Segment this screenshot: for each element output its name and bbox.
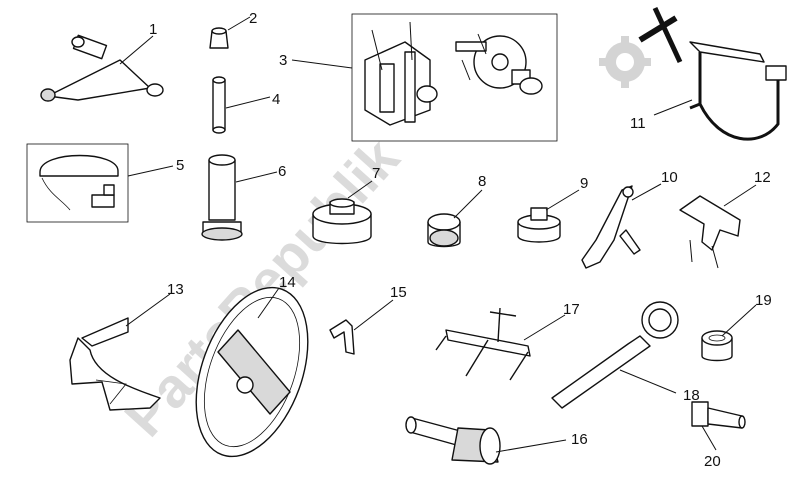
tool-cap-2 xyxy=(209,27,229,49)
callout-12: 12 xyxy=(754,169,771,186)
tool-cup-9 xyxy=(517,207,561,243)
callout-3: 3 xyxy=(279,52,287,69)
callout-16: 16 xyxy=(571,431,588,448)
callout-18: 18 xyxy=(683,387,700,404)
tool-crank-1 xyxy=(40,34,164,102)
callout-11: 11 xyxy=(630,115,646,132)
tool-cup-7 xyxy=(312,198,372,245)
tool-bush-8 xyxy=(427,213,461,248)
callout-20: 20 xyxy=(704,453,721,470)
callout-15: 15 xyxy=(390,284,407,301)
watermark-gear-icon xyxy=(599,36,651,88)
callout-numbers: 1 2 3 4 5 6 7 8 9 10 11 12 13 14 15 16 1… xyxy=(149,10,772,470)
leader-lines xyxy=(119,16,757,453)
tool-wrench-18 xyxy=(551,301,679,409)
tool-t-handle-11 xyxy=(638,6,787,141)
callout-19: 19 xyxy=(755,292,772,309)
callout-8: 8 xyxy=(478,173,486,190)
callout-17: 17 xyxy=(563,301,580,318)
callout-1: 1 xyxy=(149,21,157,38)
tool-drift-6 xyxy=(201,154,243,241)
callout-14: 14 xyxy=(279,274,296,291)
tool-gear-19 xyxy=(701,330,733,362)
tool-hook-10 xyxy=(581,185,641,269)
kit-frame-3 xyxy=(351,13,558,142)
callout-7: 7 xyxy=(372,165,380,182)
callout-13: 13 xyxy=(167,281,184,298)
tool-plate-13 xyxy=(69,317,161,411)
puller-kit-3 xyxy=(364,21,543,126)
tool-adapter-20 xyxy=(691,401,746,429)
tool-flywheel-14 xyxy=(195,286,309,458)
tool-bracket-15 xyxy=(329,319,355,355)
callout-4: 4 xyxy=(272,91,280,108)
tool-drift-16 xyxy=(405,416,501,465)
callout-9: 9 xyxy=(580,175,588,192)
callout-6: 6 xyxy=(278,163,286,180)
callout-10: 10 xyxy=(661,169,678,186)
tool-multipin-17 xyxy=(435,307,531,381)
callout-2: 2 xyxy=(249,10,257,27)
tool-bracket-12 xyxy=(679,195,741,269)
tool-pin-4 xyxy=(212,76,226,134)
clamp-kit-5 xyxy=(39,154,119,211)
callout-5: 5 xyxy=(176,157,184,174)
kit-frame-5 xyxy=(26,143,129,223)
